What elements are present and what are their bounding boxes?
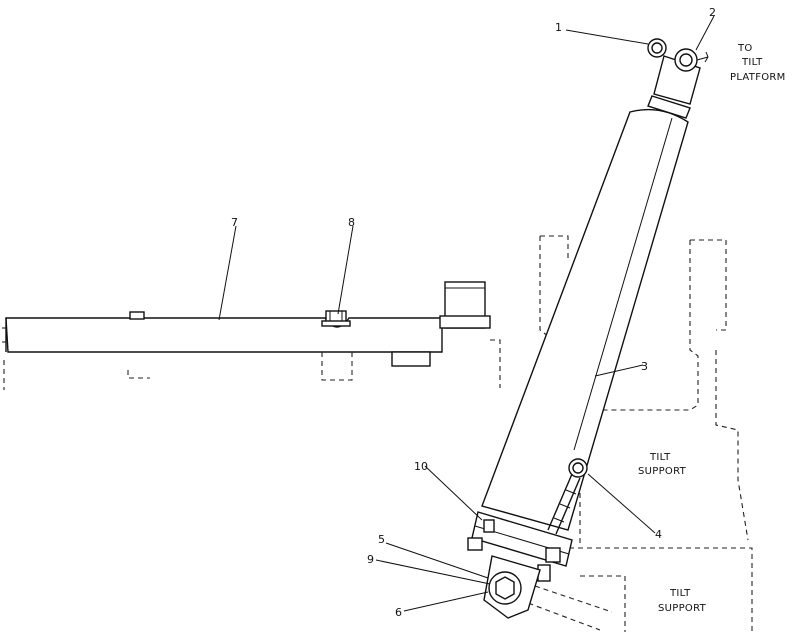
- nut-washer: [321, 320, 351, 327]
- text-labels: TO TILT PLATFORM TILT SUPPORT TILT SUPPO…: [638, 43, 786, 614]
- callout-1: 1: [555, 21, 562, 34]
- callout-7: 7: [231, 216, 238, 229]
- bar-lower-block: [391, 351, 431, 367]
- callout-10: 10: [414, 460, 428, 473]
- to-tilt-platform-label-line2: TILT: [741, 57, 763, 68]
- tilt-bar: [5, 317, 443, 353]
- tilt-support-upper-label-line2: SUPPORT: [638, 466, 687, 477]
- callout-6: 6: [395, 606, 402, 619]
- callout-8: 8: [348, 216, 355, 229]
- cylinder-barrel: [481, 108, 689, 531]
- callout-numbers: 1 2 3 4 5 6 7 8 9 10: [231, 6, 716, 619]
- to-tilt-platform-label-line3: PLATFORM: [730, 72, 786, 83]
- grease-fitting: [647, 38, 667, 58]
- callout-3: 3: [641, 360, 648, 373]
- to-tilt-platform-label-line1: TO: [737, 43, 753, 54]
- tilt-support-upper-label-line1: TILT: [649, 452, 671, 463]
- hose-fitting: [568, 458, 588, 478]
- leader-lines: [218, 15, 715, 612]
- tilt-support-lower-label-line2: SUPPORT: [658, 603, 707, 614]
- tilt-bar-assembly: [2, 281, 501, 390]
- rod-end-pin: [674, 48, 698, 72]
- callout-5: 5: [378, 533, 385, 546]
- base-pin: [488, 571, 522, 605]
- callout-2: 2: [709, 6, 716, 19]
- callout-4: 4: [655, 528, 662, 541]
- hydraulic-cylinder: [467, 38, 709, 619]
- tilt-support-lower-label-line1: TILT: [669, 588, 691, 599]
- bar-bolt-left: [129, 311, 145, 320]
- callout-9: 9: [367, 553, 374, 566]
